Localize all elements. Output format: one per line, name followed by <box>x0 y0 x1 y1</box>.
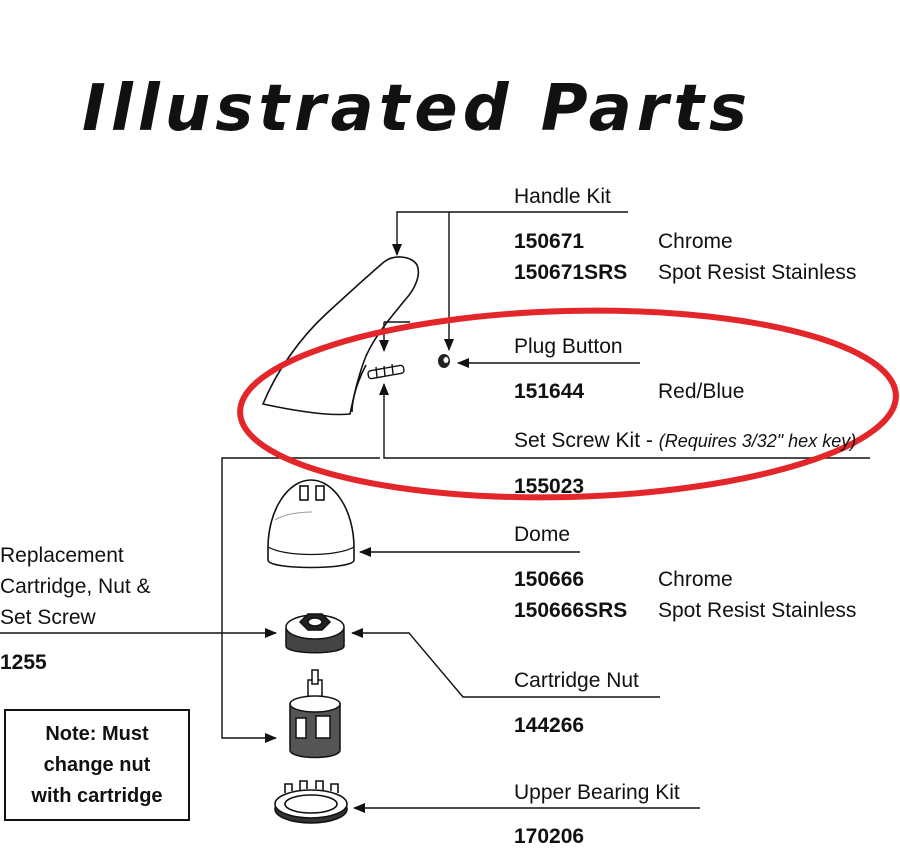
handle-kit-finish-1: Chrome <box>658 230 733 253</box>
upper-bearing-kit-number: 170206 <box>514 825 585 848</box>
dome-finish-2: Spot Resist Stainless <box>658 599 857 622</box>
cartridge-nut-heading: Cartridge Nut <box>514 669 639 692</box>
handle-kit-finish-2: Spot Resist Stainless <box>658 261 857 284</box>
leader-lines <box>0 211 870 813</box>
handle-kit-number-1: 150671 <box>514 230 585 253</box>
handle-illustration <box>261 256 420 416</box>
note-line-3: with cartridge <box>31 784 163 807</box>
plug-button-number: 151644 <box>514 380 585 403</box>
set-screw-kit-label: Set Screw Kit - <box>514 429 653 452</box>
dome-heading: Dome <box>514 523 571 546</box>
set-screw-kit-heading: Set Screw Kit - (Requires 3/32" hex key) <box>514 430 856 451</box>
set-screw-kit-number: 155023 <box>514 475 585 498</box>
note-line-2: change nut <box>43 753 151 776</box>
note-line-1: Note: Must <box>45 722 149 745</box>
dome-number-2: 150666SRS <box>514 599 628 622</box>
dome-number-1: 150666 <box>514 568 585 591</box>
dome-finish-1: Chrome <box>658 568 733 591</box>
handle-kit-heading: Handle Kit <box>514 185 611 208</box>
replacement-cartridge-line-2: Cartridge, Nut & <box>0 575 151 598</box>
plug-button-heading: Plug Button <box>514 335 623 358</box>
handle-kit-number-2: 150671SRS <box>514 261 628 284</box>
set-screw-kit-note: (Requires 3/32" hex key) <box>658 431 857 451</box>
dome-illustration <box>267 479 355 569</box>
cartridge-nut-number: 144266 <box>514 714 585 737</box>
upper-bearing-illustration <box>274 780 348 824</box>
highlight-ellipse <box>237 307 899 501</box>
page-title: Illustrated Parts <box>82 72 753 146</box>
cartridge-illustration <box>289 669 341 759</box>
set-screw-illustration <box>367 363 405 380</box>
cartridge-nut-illustration <box>285 613 345 654</box>
replacement-cartridge-line-3: Set Screw <box>0 606 96 629</box>
replacement-cartridge-number: 1255 <box>0 651 47 674</box>
replacement-cartridge-line-1: Replacement <box>0 544 124 567</box>
plug-button-illustration <box>438 354 450 368</box>
upper-bearing-kit-heading: Upper Bearing Kit <box>514 781 680 804</box>
plug-button-finish: Red/Blue <box>658 380 745 403</box>
note-box: Note: Must change nut with cartridge <box>4 709 190 821</box>
